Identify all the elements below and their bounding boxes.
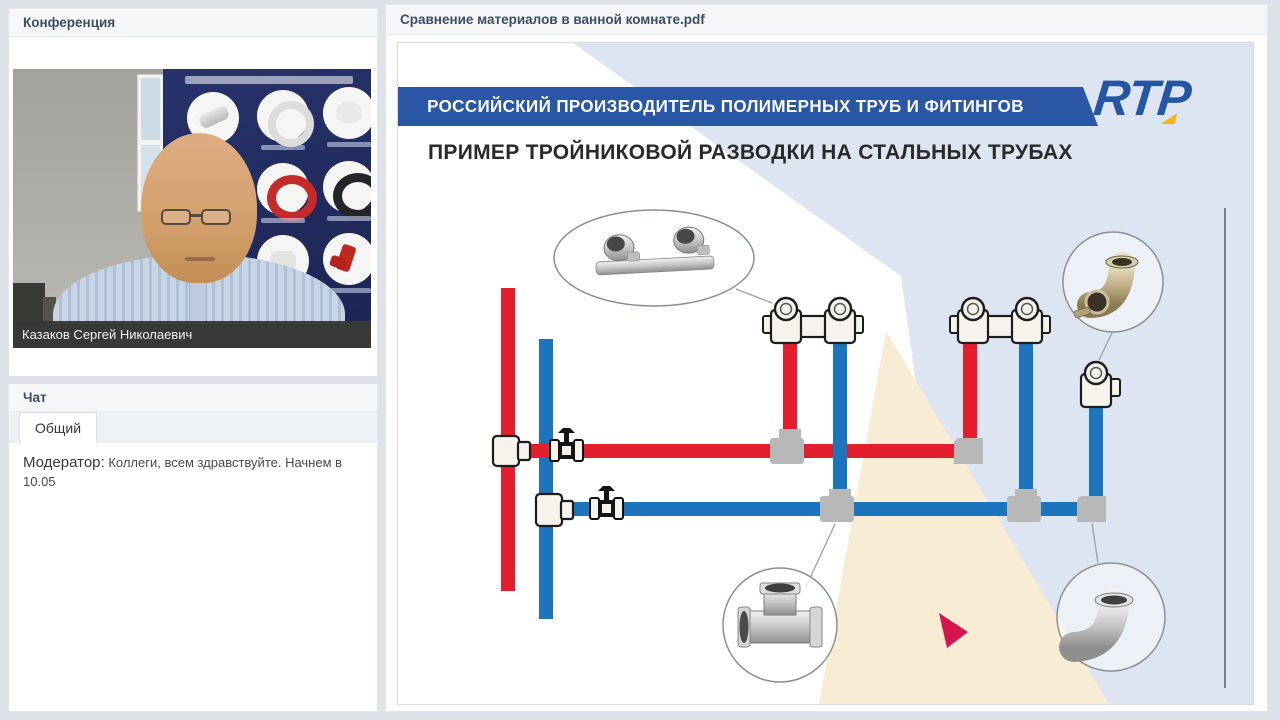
valve-red [549, 428, 584, 462]
poster-product-circle [323, 87, 371, 139]
pdf-panel-header: Сравнение материалов в ванной комнате.pd… [386, 5, 1267, 35]
chat-tab-label: Общий [35, 420, 82, 436]
gray-tee-blue-2 [1007, 496, 1041, 522]
poster-title-text [185, 76, 353, 84]
poster-caption [327, 216, 371, 221]
participant-mouth [185, 257, 215, 261]
rtp-logo-text: RTP [1091, 70, 1194, 126]
conference-panel: Конференция [8, 8, 378, 377]
conference-panel-header: Конференция [9, 9, 377, 37]
poster-product-circle [257, 163, 317, 221]
poster-caption [327, 288, 371, 293]
slide-bg-blue-wedge [573, 43, 1253, 704]
blue-branch-pipe [539, 502, 1095, 516]
wall-plate-single [1079, 360, 1121, 409]
gray-elbow-red [954, 438, 983, 464]
desk-monitor [13, 283, 45, 321]
gray-elbow-blue [1077, 496, 1106, 522]
slide-bg-beige-triangle [819, 331, 1109, 704]
pdf-panel: Сравнение материалов в ванной комнате.pd… [385, 4, 1268, 712]
wall-plate-pair-2 [949, 296, 1051, 345]
chat-message-list[interactable]: Модератор: Коллеги, всем здравствуйте. Н… [9, 443, 377, 711]
gray-fittings-group [770, 429, 1106, 522]
conference-title: Конференция [23, 15, 116, 30]
plumbing-diagram-svg [398, 43, 1253, 704]
blue-drop-3 [1089, 395, 1103, 506]
white-tee-blue-riser [534, 492, 564, 528]
gray-tee-red [770, 438, 804, 464]
blue-drop-2 [1019, 336, 1033, 506]
gray-tee-blue-1 [820, 496, 854, 522]
chat-panel: Чат Общий Модератор: Коллеги, всем здрав… [8, 383, 378, 712]
pipes-group [501, 288, 1103, 619]
rtp-logo-accent [1160, 113, 1178, 124]
poster-caption [327, 142, 371, 147]
slide: РОССИЙСКИЙ ПРОИЗВОДИТЕЛЬ ПОЛИМЕРНЫХ ТРУБ… [397, 42, 1254, 705]
frame-pane [141, 78, 160, 140]
blue-drop-1 [833, 336, 847, 506]
participant-video-tile[interactable]: Казаков Сергей Николаевич [13, 69, 371, 348]
white-tee-red-riser [491, 434, 521, 468]
callout-steel-tee [722, 567, 838, 683]
rtp-logo: RTP [1086, 69, 1238, 131]
blue-riser-pipe [539, 339, 553, 619]
slide-heading: ПРИМЕР ТРОЙНИКОВОЙ РАЗВОДКИ НА СТАЛЬНЫХ … [428, 141, 1073, 164]
poster-product-circle [323, 161, 371, 219]
pointer-icon [939, 613, 968, 648]
participant-name-badge: Казаков Сергей Николаевич [13, 321, 371, 348]
participant-name: Казаков Сергей Николаевич [22, 327, 193, 342]
chat-title: Чат [23, 390, 47, 405]
wall-plate-pair-1 [762, 296, 864, 345]
white-fittings-group [491, 434, 575, 528]
chat-message-text: Коллеги, всем здравствуйте. Начнем в 10.… [23, 455, 343, 489]
red-drop-1 [783, 336, 797, 448]
chat-message-author: Модератор: [23, 454, 105, 471]
pdf-title: Сравнение материалов в ванной комнате.pd… [400, 12, 705, 27]
poster-product-circle [323, 233, 371, 285]
chat-tab-general[interactable]: Общий [19, 412, 97, 443]
slide-banner: РОССИЙСКИЙ ПРОИЗВОДИТЕЛЬ ПОЛИМЕРНЫХ ТРУБ… [398, 87, 1098, 126]
callout-steel-elbow [1056, 562, 1166, 672]
participant-glasses [155, 209, 245, 227]
pdf-viewer-area[interactable]: РОССИЙСКИЙ ПРОИЗВОДИТЕЛЬ ПОЛИМЕРНЫХ ТРУБ… [386, 35, 1267, 711]
chat-tab-bar: Общий [9, 412, 377, 444]
chat-message: Модератор: Коллеги, всем здравствуйте. Н… [23, 453, 363, 491]
callout-double-wall-bracket [553, 209, 755, 307]
poster-caption [261, 145, 305, 150]
valve-blue [589, 486, 624, 520]
chat-panel-header: Чат [9, 384, 377, 412]
callout-brass-elbow [1062, 231, 1164, 333]
red-drop-2 [963, 336, 977, 448]
poster-caption [261, 218, 305, 223]
poster-product-circle [257, 90, 314, 147]
banner-text: РОССИЙСКИЙ ПРОИЗВОДИТЕЛЬ ПОЛИМЕРНЫХ ТРУБ… [427, 96, 1024, 116]
desk-object [43, 297, 56, 321]
